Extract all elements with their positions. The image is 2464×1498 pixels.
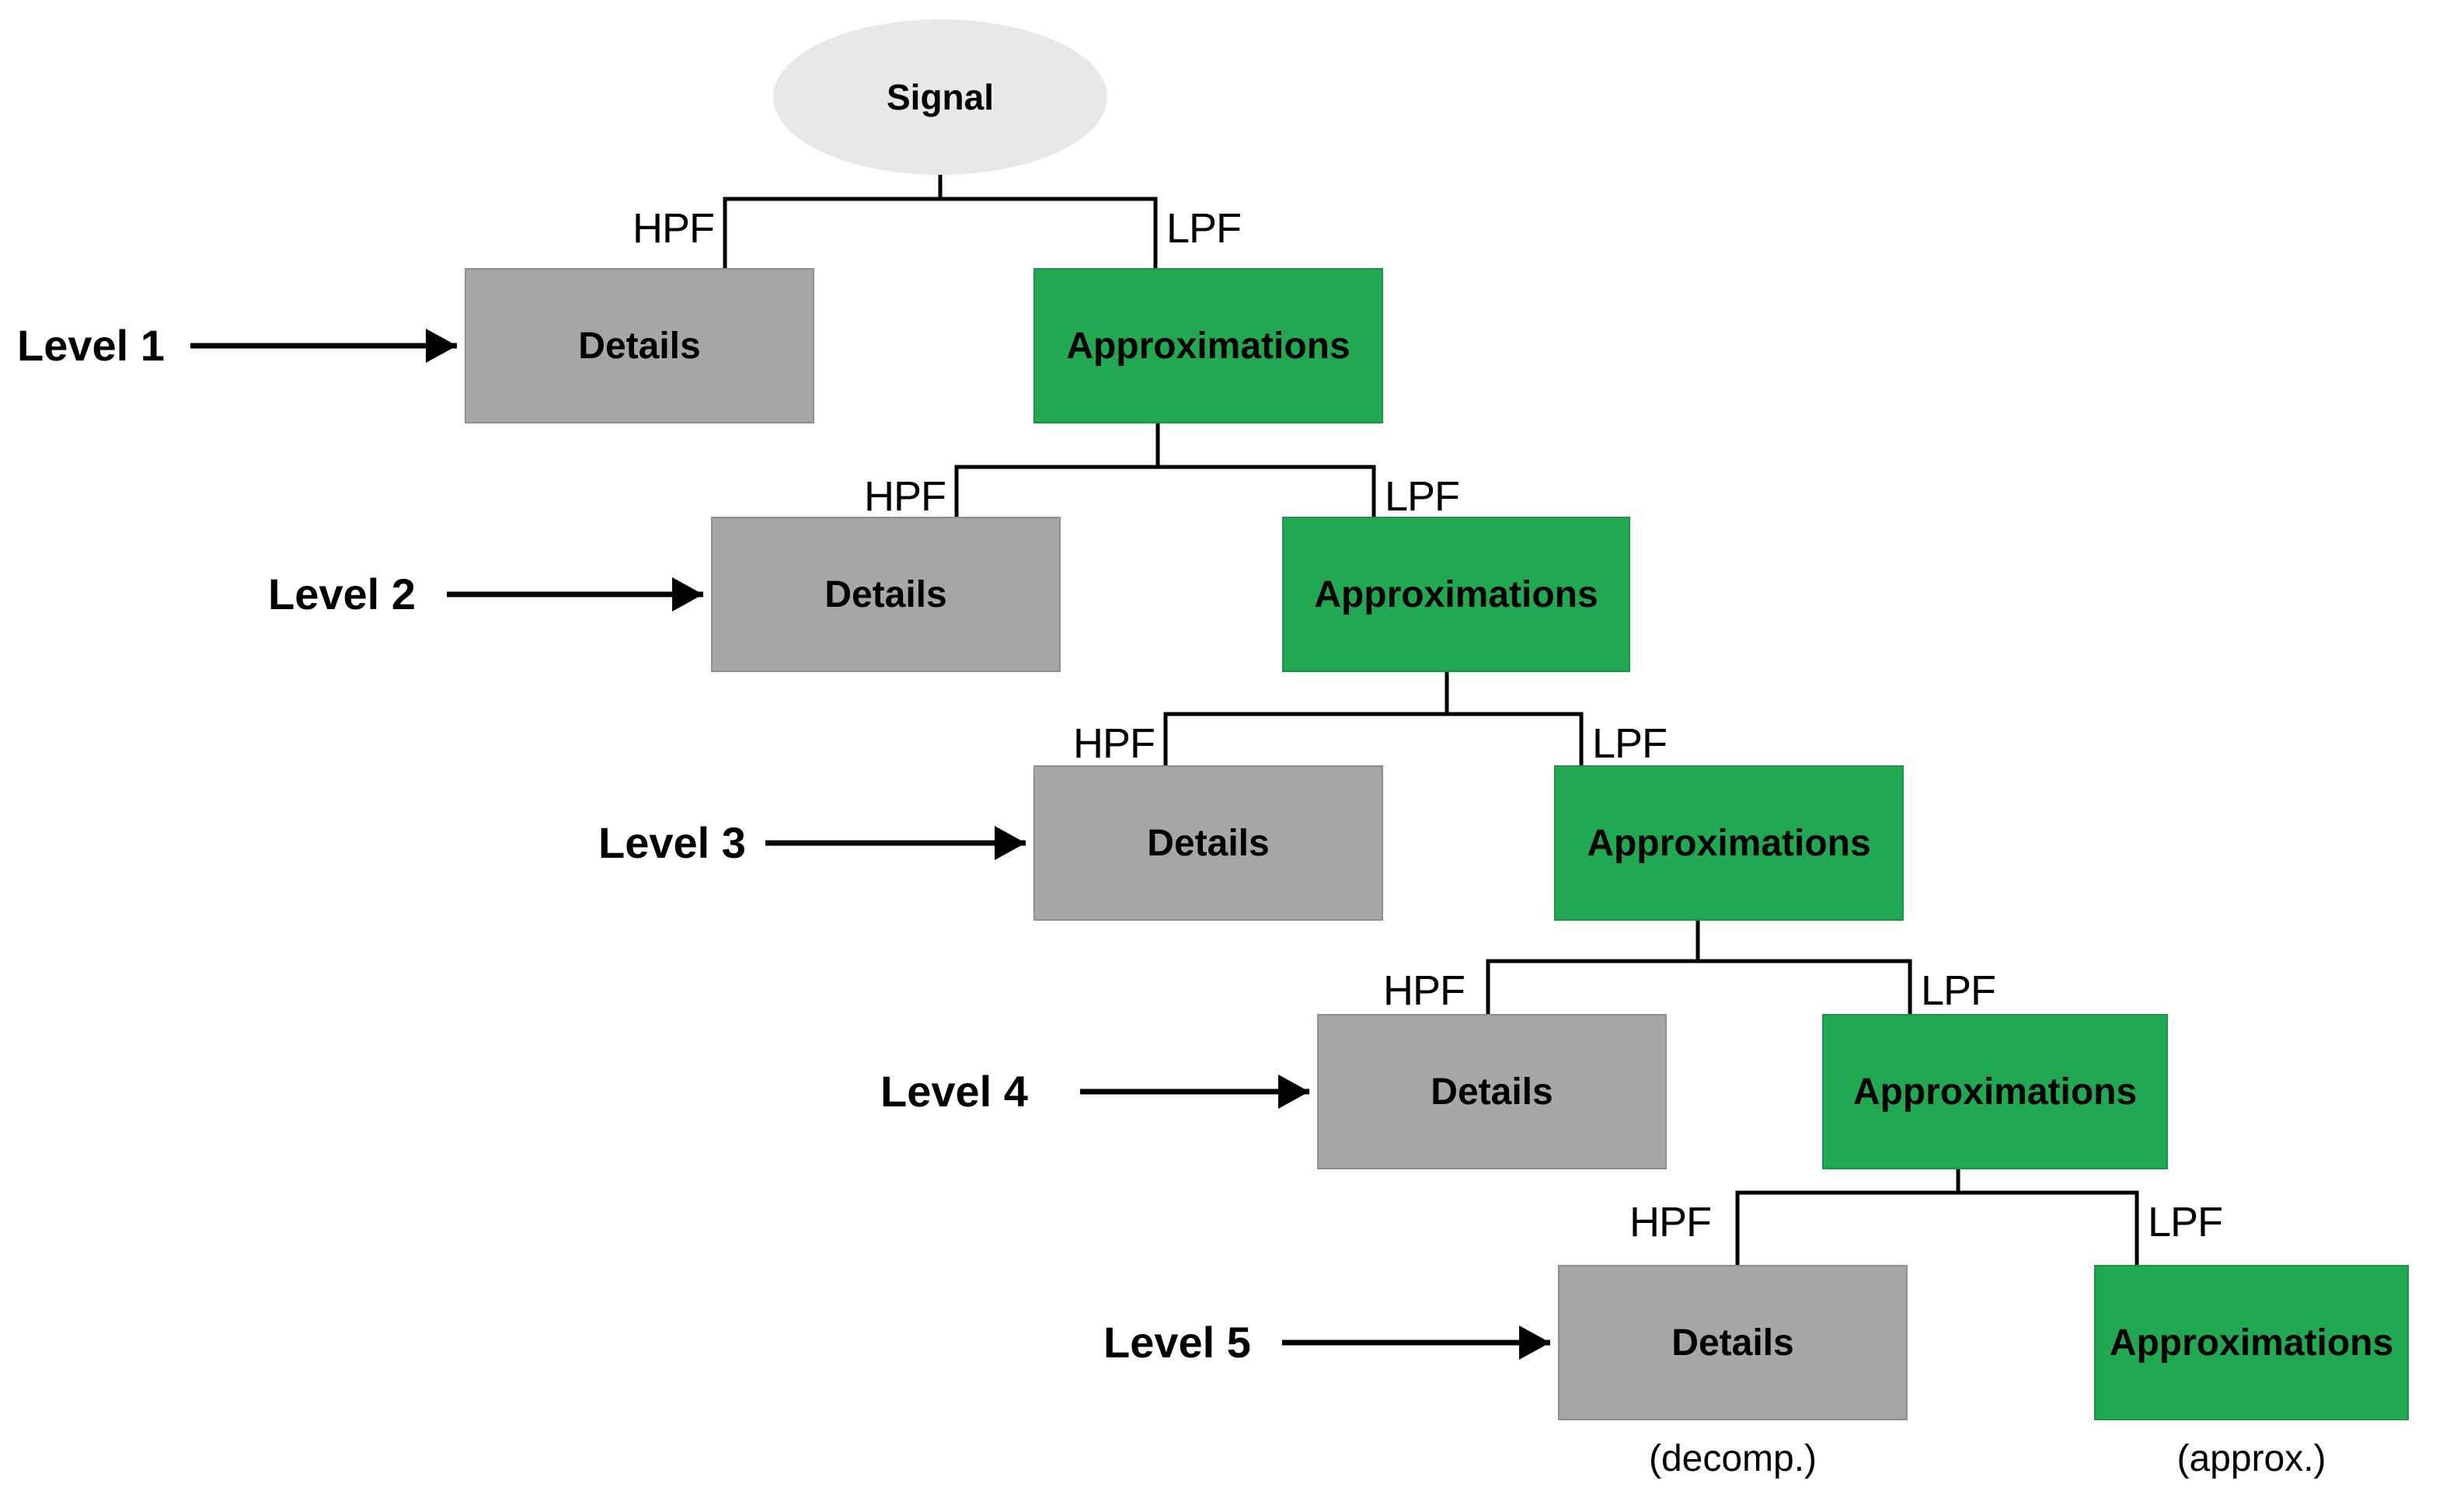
level-5-approximations-label: Approximations — [2109, 1322, 2394, 1364]
level-1-approximations-box: Approximations — [1033, 268, 1383, 423]
level-3-branch-connector — [1486, 921, 1912, 1016]
level-1-approximations-label: Approximations — [1066, 325, 1350, 367]
level-3-label: Level 3 — [598, 818, 746, 867]
approx-caption: (approx.) — [2176, 1438, 2326, 1479]
level-4-details-label: Details — [1431, 1071, 1553, 1113]
level-4-details-box: Details — [1317, 1014, 1667, 1169]
branch-2-lpf-label: LPF — [1385, 473, 1460, 520]
level-1-label: Level 1 — [17, 321, 165, 370]
level-3-approximations-label: Approximations — [1587, 822, 1871, 864]
branch-4-hpf-label: HPF — [1383, 967, 1466, 1014]
level-3-details-label: Details — [1147, 822, 1270, 864]
level-4-approximations-label: Approximations — [1852, 1071, 2138, 1113]
level-5-label: Level 5 — [1103, 1318, 1251, 1367]
level-1-details-box: Details — [465, 268, 814, 423]
level-2-details-box: Details — [711, 517, 1061, 672]
branch-5-lpf-label: LPF — [2148, 1199, 2223, 1245]
level-3-details-box: Details — [1033, 765, 1383, 921]
level-1-details-label: Details — [578, 325, 701, 367]
branch-5-hpf-label: HPF — [1629, 1199, 1712, 1245]
level-2-approximations-label: Approximations — [1314, 573, 1598, 615]
level-4-branch-connector — [1735, 1169, 2139, 1267]
level-2-approximations-box: Approximations — [1282, 517, 1630, 672]
level-5-details-box: Details — [1558, 1265, 1908, 1420]
branch-3-lpf-label: LPF — [1592, 720, 1668, 767]
branch-2-hpf-label: HPF — [864, 473, 946, 520]
branch-3-hpf-label: HPF — [1073, 720, 1155, 767]
level-5-details-label: Details — [1671, 1322, 1794, 1364]
branch-1-lpf-label: LPF — [1166, 205, 1242, 252]
level-2-label: Level 2 — [268, 570, 416, 618]
level-5-approximations-box: Approximations — [2094, 1265, 2409, 1420]
level-4-label: Level 4 — [880, 1067, 1028, 1116]
decomp-caption: (decomp.) — [1648, 1438, 1818, 1479]
signal-label: Signal — [886, 77, 995, 117]
signal-branch-connector — [723, 175, 1158, 270]
branch-4-lpf-label: LPF — [1921, 967, 1996, 1014]
level-2-branch-connector — [1163, 672, 1584, 768]
level-4-approximations-box: Approximations — [1822, 1014, 2168, 1169]
level-3-approximations-box: Approximations — [1554, 765, 1904, 921]
level-2-details-label: Details — [824, 573, 947, 615]
signal-node: Signal — [773, 19, 1107, 175]
level-1-branch-connector — [954, 423, 1376, 519]
branch-1-hpf-label: HPF — [633, 205, 715, 252]
